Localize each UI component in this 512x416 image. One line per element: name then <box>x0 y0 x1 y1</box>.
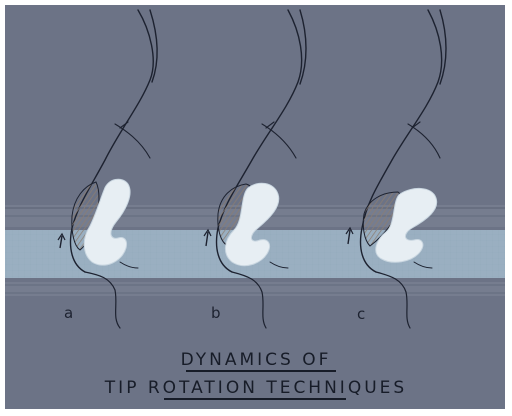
title-line-1: DYNAMICS OF <box>0 350 512 370</box>
title-underline-2 <box>164 398 346 400</box>
panel-label-a: a <box>64 304 73 322</box>
title-underline-1 <box>186 370 336 372</box>
nose-profile-c <box>361 10 446 328</box>
nose-profile-b <box>217 10 306 328</box>
nose-profile-a <box>71 10 158 328</box>
panel-label-c: c <box>357 305 365 323</box>
title-line-2: TIP ROTATION TECHNIQUES <box>0 378 512 398</box>
panel-label-b: b <box>211 304 221 322</box>
